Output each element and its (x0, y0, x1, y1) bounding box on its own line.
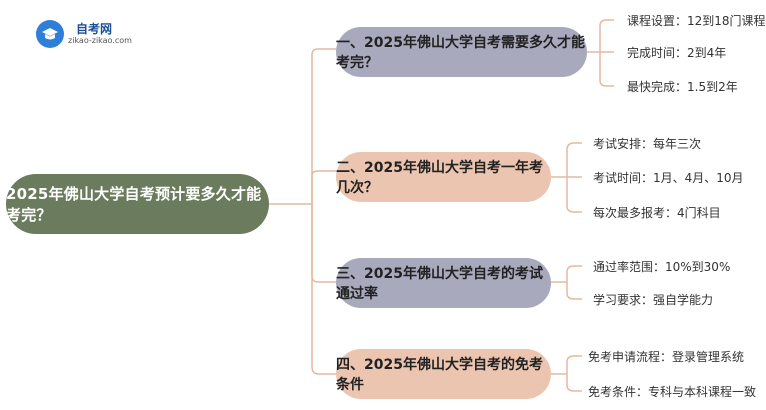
leaf-course-setup: 课程设置：12到18门课程 (627, 14, 766, 28)
leaf-pass-rate-range: 通过率范围：10%到30% (593, 260, 731, 274)
branch-duration: 一、2025年佛山大学自考需要多久才能考完？ (336, 27, 587, 77)
leaf-exam-arrangement: 考试安排：每年三次 (593, 137, 702, 151)
leaf-exemption-condition: 免考条件：专科与本科课程一致 (588, 385, 757, 399)
leaf-exemption-process: 免考申请流程：登录管理系统 (588, 350, 745, 364)
branch-exam-frequency: 二、2025年佛山大学自考一年考几次？ (336, 152, 551, 202)
leaf-max-subjects: 每次最多报考：4门科目 (593, 206, 721, 220)
branch-pass-rate: 三、2025年佛山大学自考的考试通过率 (336, 258, 551, 308)
leaf-fastest-completion: 最快完成：1.5到2年 (627, 80, 738, 94)
connector-lines (269, 19, 614, 392)
graduation-cap-icon (36, 20, 64, 48)
leaf-study-requirement: 学习要求：强自学能力 (593, 293, 714, 307)
logo-title: 自考网 (76, 22, 113, 36)
logo-subtitle: zikao-zikao.com (68, 36, 132, 45)
leaf-completion-time: 完成时间：2到4年 (627, 46, 727, 60)
branch-exemption: 四、2025年佛山大学自考的免考条件 (336, 349, 551, 399)
root-topic: 2025年佛山大学自考预计要多久才能考完？ (6, 174, 269, 234)
leaf-exam-months: 考试时间：1月、4月、10月 (593, 171, 744, 185)
site-logo[interactable]: 自考网 zikao-zikao.com (36, 18, 156, 50)
